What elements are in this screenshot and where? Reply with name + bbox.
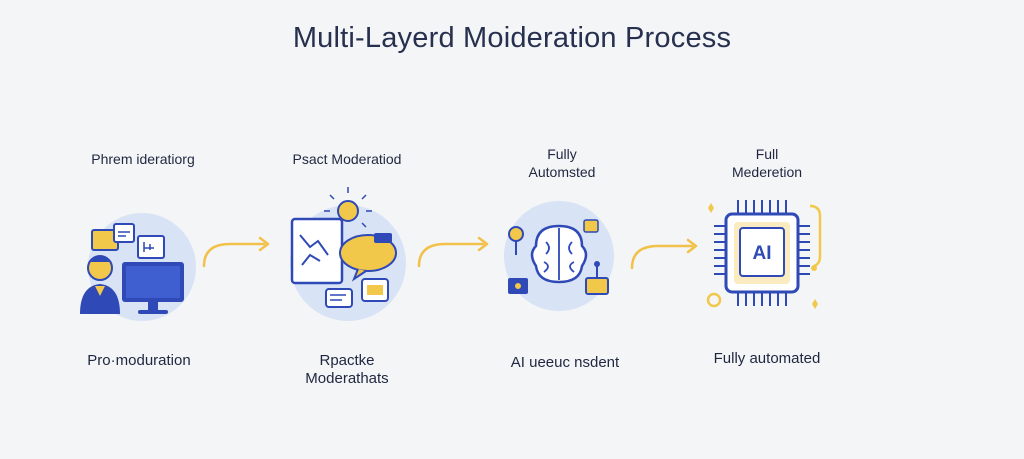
stage-3-top-label: Fully Automsted	[467, 145, 657, 181]
stage-4-top-line1: Full	[755, 146, 779, 162]
reactive-moderation-icon	[290, 187, 406, 321]
stage-2-bottom-label: Rpactke Moderathats	[252, 352, 442, 388]
arrow-3-icon	[630, 238, 698, 270]
arrow-2-icon	[417, 236, 489, 268]
stage-4-top-line2: Mederetion	[731, 164, 803, 180]
person-computer-icon	[80, 213, 196, 321]
ai-chip-icon: AI	[706, 200, 822, 309]
stage-2-bottom-line2: Moderathats	[305, 370, 389, 387]
stage-1-bottom-label: Pro·moduration	[87, 352, 191, 369]
arrow-1-icon	[202, 236, 270, 268]
stage-4-bottom-label: Fully automated	[713, 350, 821, 367]
stage-3-bottom-label: AI ueeuc nsdent	[510, 354, 620, 371]
ai-chip-text: AI	[753, 243, 772, 264]
page-title: Multi-Layerd Moideration Process	[292, 22, 732, 54]
stage-3-top-line1: Fully	[547, 146, 577, 162]
stage-2-top-label: Psact Moderatiod	[292, 151, 402, 167]
stage-1-top-label: Phrem ideratiorg	[91, 151, 195, 167]
stage-4-top-label: Full Mederetion	[672, 145, 862, 181]
stage-3-top-line2: Automsted	[528, 164, 596, 180]
brain-ai-icon	[504, 201, 614, 311]
stage-2-bottom-line1: Rpactke	[319, 352, 375, 369]
